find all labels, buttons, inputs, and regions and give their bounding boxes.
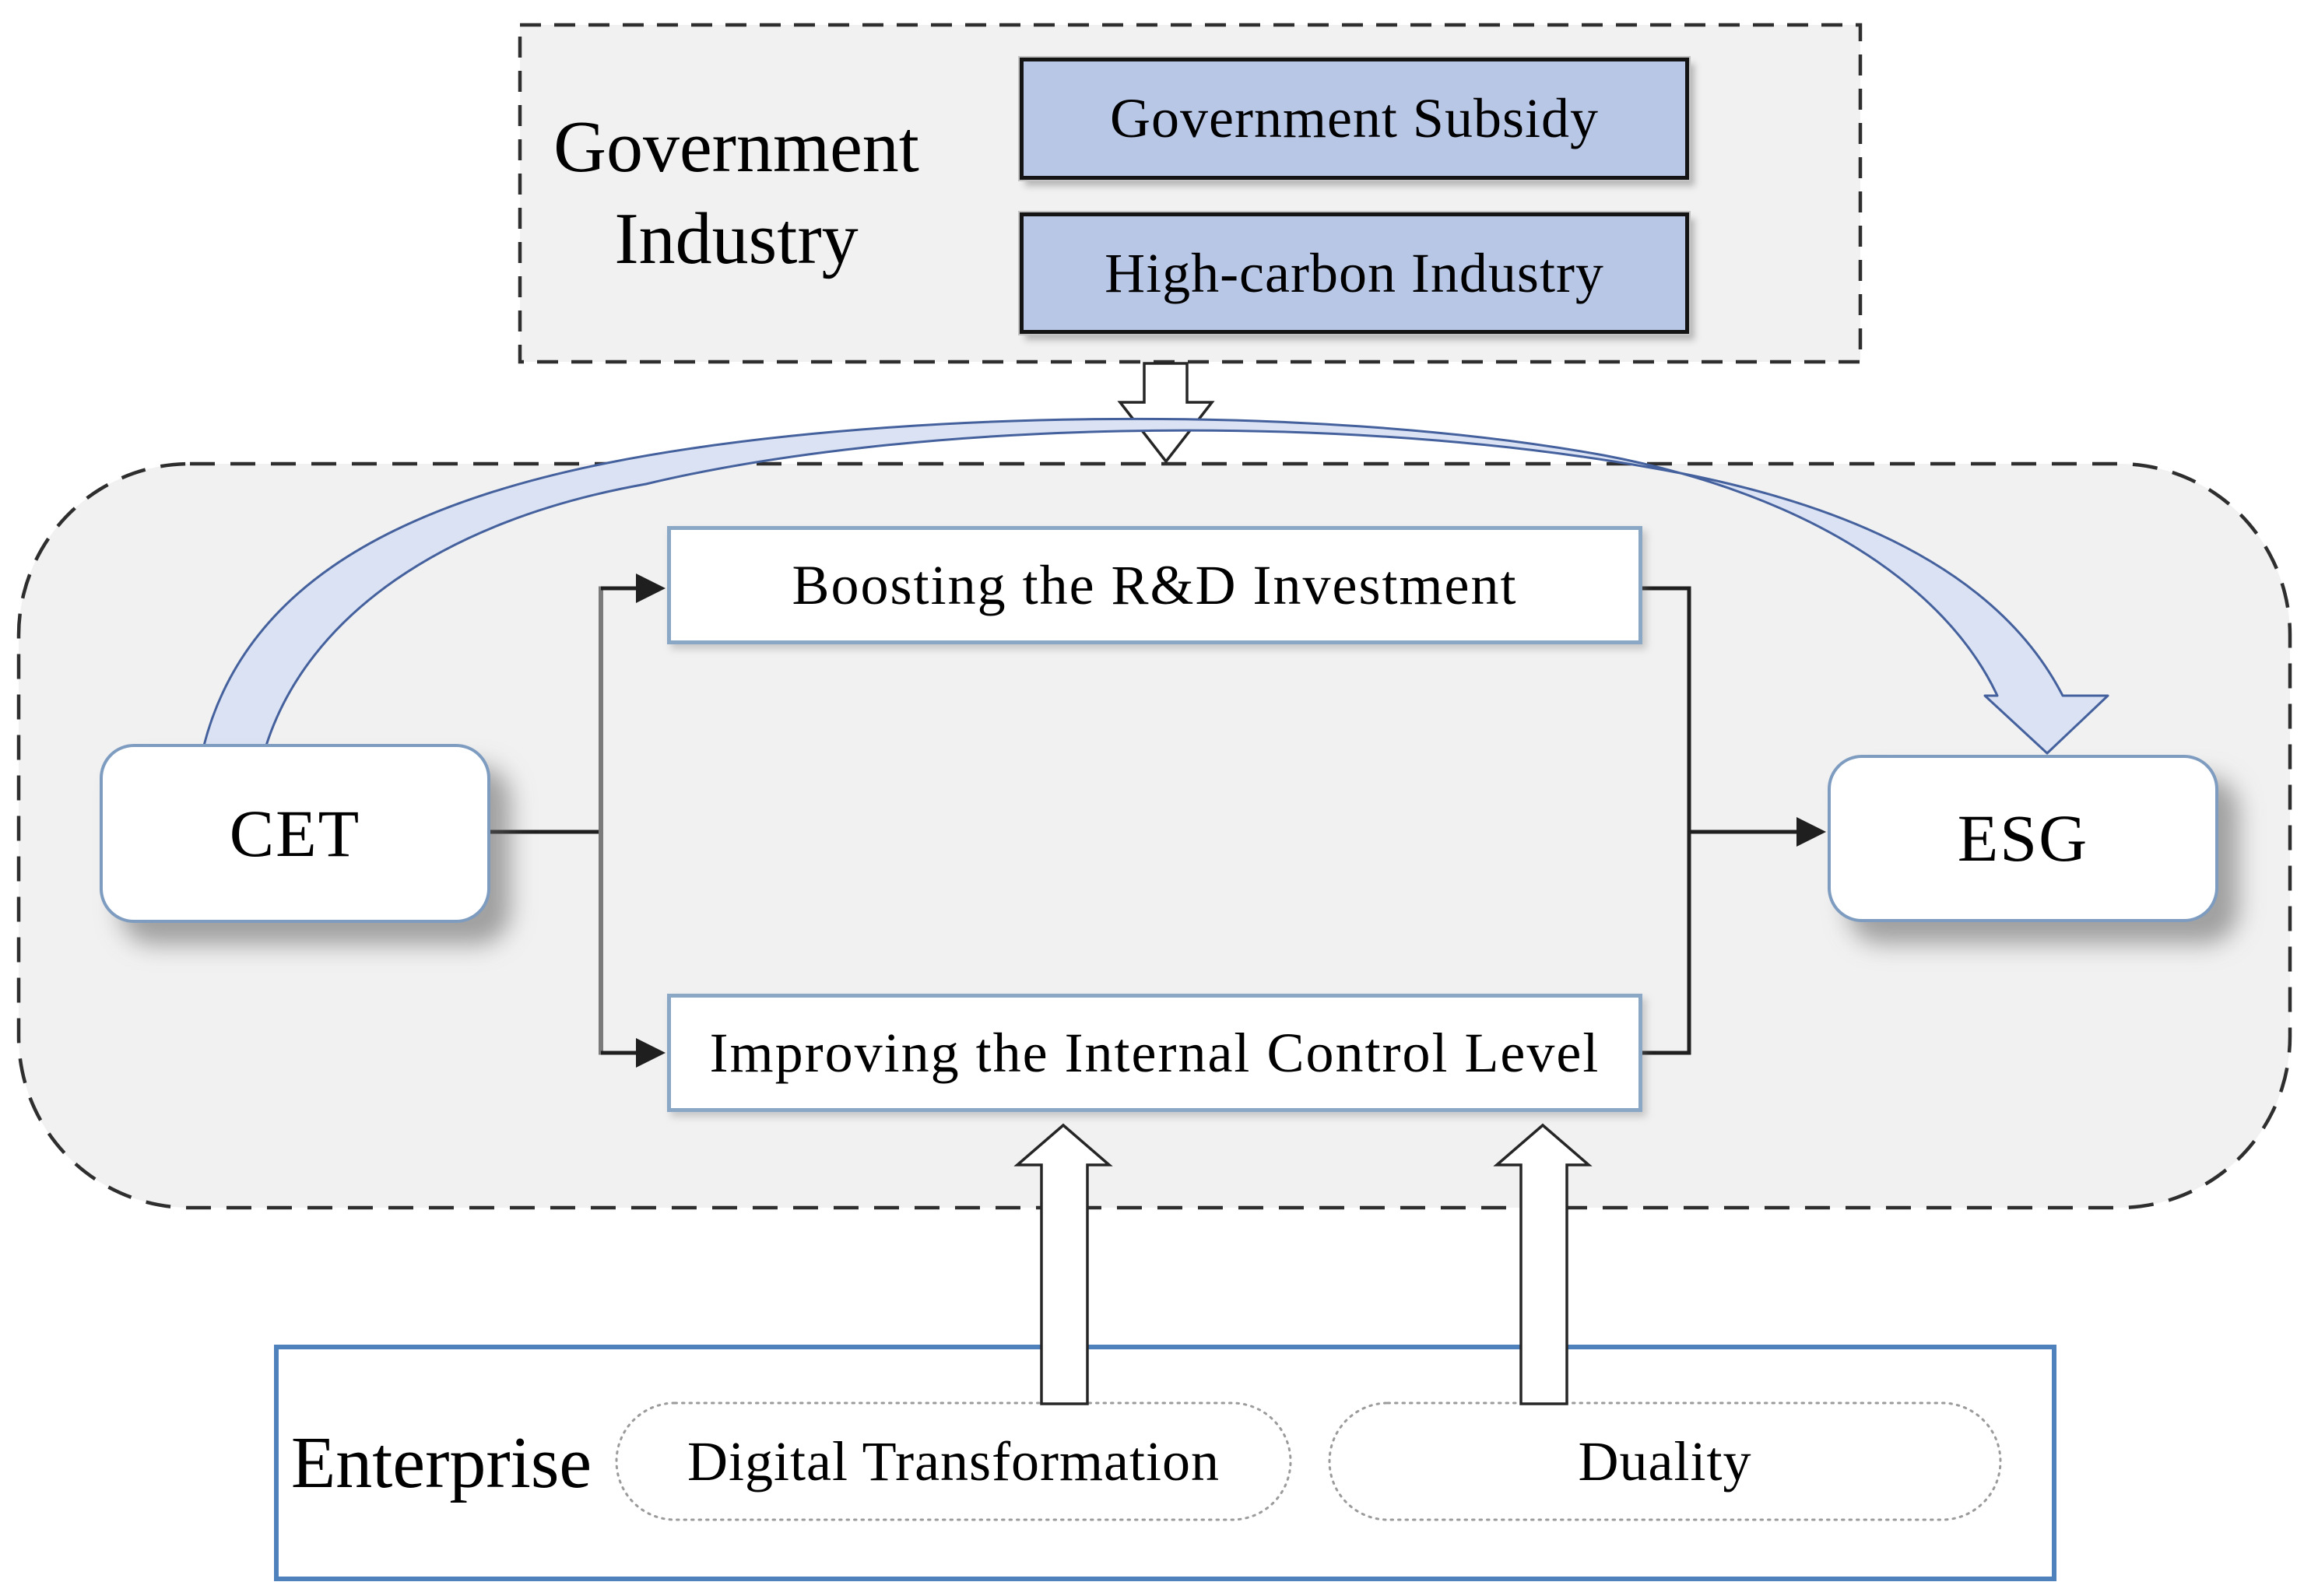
to-mediator-top-arrowhead <box>636 574 666 603</box>
to-esg-arrowhead <box>1796 817 1826 847</box>
esg-label: ESG <box>1957 801 2089 876</box>
duality-text: Duality <box>1578 1429 1752 1493</box>
duality-up-arrow-icon <box>1493 1123 1593 1405</box>
government-down-arrow-icon <box>1117 362 1215 464</box>
digital-transformation-up-arrow-icon <box>1013 1123 1113 1405</box>
high-carbon-industry-label: High-carbon Industry <box>1105 241 1604 304</box>
duality-capsule <box>1328 1401 2002 1521</box>
enterprise-label: Enterprise <box>290 1347 593 1579</box>
digital-transformation-text: Digital Transformation <box>687 1429 1220 1493</box>
government-subsidy-label: Government Subsidy <box>1110 87 1599 150</box>
mechanism-panel <box>16 461 2292 1210</box>
government-industry-label: Government Industry <box>526 100 947 286</box>
digital-transformation-capsule <box>615 1401 1292 1521</box>
mediator-internal-control-box: Improving the Internal Control Level <box>667 994 1642 1112</box>
enterprise-label-text: Enterprise <box>290 1422 592 1503</box>
mediator-internal-control-label: Improving the Internal Control Level <box>709 1021 1600 1084</box>
cet-to-esg-ribbon-arrow-icon <box>202 417 2109 755</box>
esg-node: ESG <box>1828 755 2218 922</box>
cet-label: CET <box>229 795 361 871</box>
digital-transformation-label: Digital Transformation <box>616 1403 1291 1520</box>
cet-node: CET <box>100 744 490 923</box>
mediator-rd-investment-box: Boosting the R&D Investment <box>667 526 1642 644</box>
to-mediator-bottom-arrowhead <box>636 1038 666 1068</box>
mediator-rd-investment-label: Boosting the R&D Investment <box>792 553 1518 616</box>
government-subsidy-box: Government Subsidy <box>1020 58 1689 180</box>
duality-label: Duality <box>1329 1403 2000 1520</box>
government-industry-label-line2: Industry <box>614 198 859 279</box>
government-industry-label-line1: Government <box>553 106 919 188</box>
high-carbon-industry-box: High-carbon Industry <box>1020 212 1689 334</box>
